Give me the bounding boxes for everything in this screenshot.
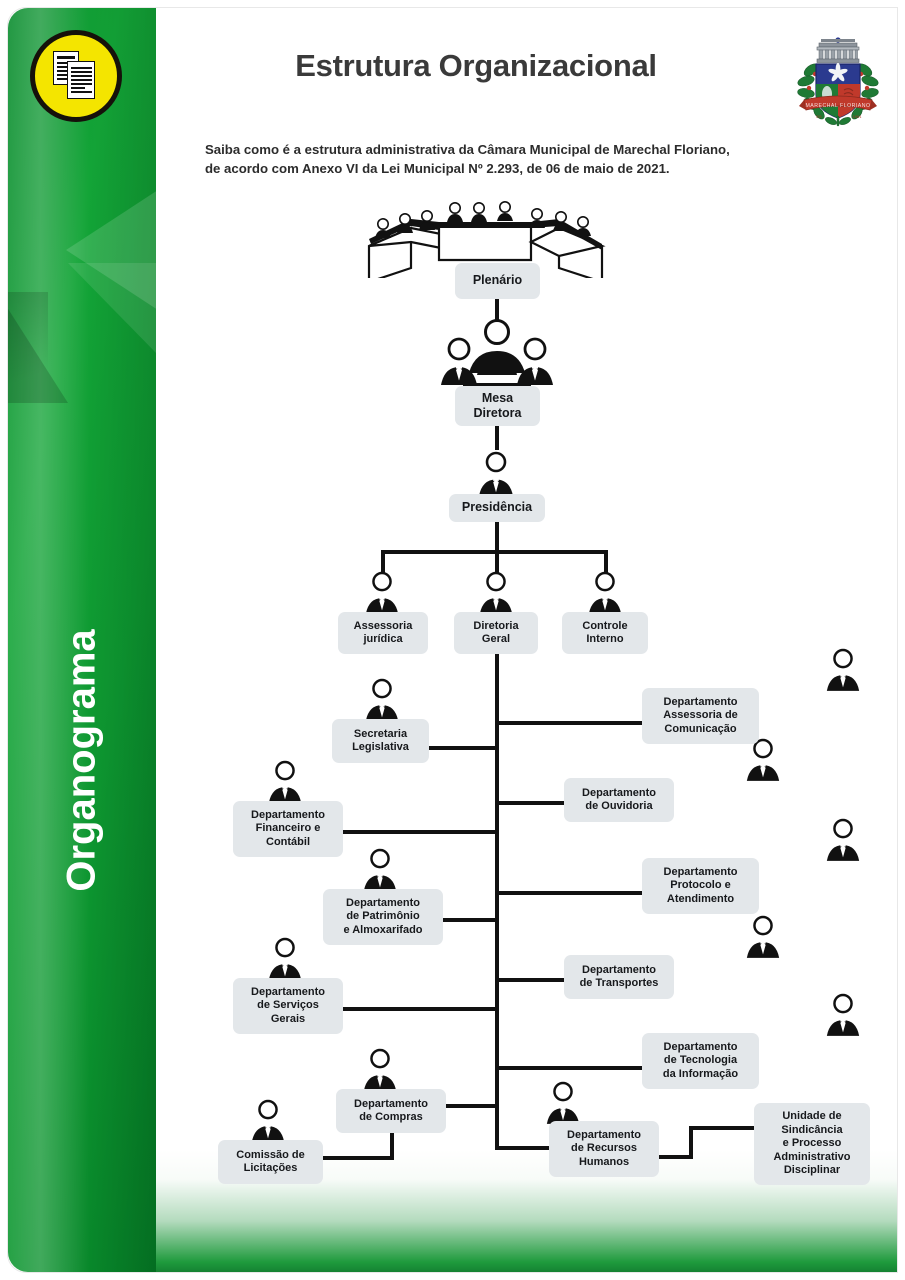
- node-presidencia-label: Presidência: [461, 500, 533, 515]
- node-dep-recursos-humanos-label: Departamento de Recursos Humanos: [567, 1128, 641, 1168]
- person-icon-dep-rh: [544, 1078, 582, 1131]
- connector-branch-protocolo: [495, 891, 642, 895]
- node-dep-financeiro-contabil[interactable]: Departamento Financeiro e Contábil: [233, 801, 343, 857]
- decorative-shade-dark-icon: [8, 292, 48, 412]
- connector-branch-financeiro: [302, 830, 498, 834]
- node-dep-transportes-label: Departamento de Transportes: [579, 963, 659, 989]
- node-diretoria-geral-label: Diretoria Geral: [473, 619, 519, 645]
- node-assessoria-juridica-label: Assessoria jurídica: [353, 619, 413, 645]
- person-icon-secretaria: [363, 675, 401, 728]
- org-chart: Plenário: [156, 190, 897, 1200]
- sidebar-vertical-label: Organograma: [59, 629, 104, 892]
- node-plenario-label: Plenário: [472, 273, 523, 288]
- connector-branch-compras: [408, 1104, 498, 1108]
- node-dep-compras[interactable]: Departamento de Compras: [336, 1089, 446, 1133]
- person-icon-dep-servicos: [266, 934, 304, 987]
- node-dep-transportes[interactable]: Departamento de Transportes: [564, 955, 674, 999]
- node-dep-tecnologia-informacao-label: Departamento de Tecnologia da Informação: [662, 1040, 739, 1080]
- node-dep-assessoria-comunicacao-label: Departamento Assessoria de Comunicação: [663, 695, 738, 735]
- connector-branch-secretaria: [408, 746, 498, 750]
- person-icon-dep-protocolo: [824, 815, 862, 868]
- person-icon-diretoria: [477, 568, 515, 621]
- connector-to-diretoria: [495, 550, 499, 574]
- node-unidade-sindicancia-label: Unidade de Sindicância e Processo Admini…: [773, 1110, 851, 1177]
- node-controle-interno-label: Controle Interno: [582, 619, 628, 645]
- node-dep-servicos-gerais-label: Departamento de Serviços Gerais: [251, 985, 325, 1025]
- node-dep-ouvidoria-label: Departamento de Ouvidoria: [582, 786, 656, 812]
- node-dep-protocolo-atendimento-label: Departamento Protocolo e Atendimento: [663, 865, 738, 905]
- header: Estrutura Organizacional: [156, 8, 897, 128]
- sidebar-vertical-label-wrap: Organograma: [8, 8, 156, 1272]
- connector-rh-unidade-upper: [689, 1126, 756, 1130]
- connector-level3-bus: [381, 550, 608, 554]
- node-dep-protocolo-atendimento[interactable]: Departamento Protocolo e Atendimento: [642, 858, 759, 914]
- connector-rh-unidade-lower: [657, 1155, 693, 1159]
- connector-branch-comunicacao: [495, 721, 642, 725]
- subtitle: Saiba como é a estrutura administrativa …: [205, 140, 885, 178]
- decorative-triangle-light-icon: [66, 190, 156, 310]
- documents-icon: [30, 30, 122, 122]
- connector-branch-transportes: [495, 978, 565, 982]
- node-comissao-licitacoes[interactable]: Comissão de Licitações: [218, 1140, 323, 1184]
- connector-to-assessoria: [381, 550, 385, 574]
- svg-text:ES: ES: [816, 114, 822, 119]
- green-sidebar: Organograma: [8, 8, 156, 1272]
- svg-text:1991: 1991: [853, 114, 863, 119]
- connector-trunk-main: [495, 654, 499, 1150]
- person-icon-dep-ouvidoria: [744, 735, 782, 788]
- node-unidade-sindicancia[interactable]: Unidade de Sindicância e Processo Admini…: [754, 1103, 870, 1185]
- person-icon-dep-comunicacao: [824, 645, 862, 698]
- node-secretaria-legislativa-label: Secretaria Legislativa: [352, 727, 409, 753]
- person-icon-dep-compras: [361, 1045, 399, 1098]
- decorative-triangle-dark-icon: [8, 293, 68, 403]
- person-icon-comissao-licitacoes: [249, 1096, 287, 1149]
- node-dep-servicos-gerais[interactable]: Departamento de Serviços Gerais: [233, 978, 343, 1034]
- connector-branch-rh: [495, 1146, 565, 1150]
- node-dep-assessoria-comunicacao[interactable]: Departamento Assessoria de Comunicação: [642, 688, 759, 744]
- node-dep-patrimonio-almoxarifado[interactable]: Departamento de Patrimônio e Almoxarifad…: [323, 889, 443, 945]
- connector-mesa-presidencia: [495, 426, 499, 450]
- connector-compras-comissao-vert: [390, 1131, 394, 1160]
- page-title: Estrutura Organizacional: [295, 48, 657, 83]
- node-comissao-licitacoes-label: Comissão de Licitações: [236, 1148, 305, 1174]
- sidebar-sheen: [8, 8, 156, 1272]
- connector-rh-unidade-vert: [689, 1126, 693, 1159]
- node-presidencia[interactable]: Presidência: [449, 494, 545, 522]
- connector-branch-patrimonio: [408, 918, 498, 922]
- svg-text:MARECHAL FLORIANO: MARECHAL FLORIANO: [805, 103, 870, 109]
- connector-branch-ouvidoria: [495, 801, 565, 805]
- person-icon-controle: [586, 568, 624, 621]
- node-dep-financeiro-contabil-label: Departamento Financeiro e Contábil: [251, 808, 325, 848]
- person-icon-dep-financeiro: [266, 757, 304, 810]
- person-icon-presidencia: [476, 448, 516, 503]
- person-icon-assessoria: [363, 568, 401, 621]
- subtitle-line-2: de acordo com Anexo VI da Lei Municipal …: [205, 161, 670, 177]
- node-mesa-diretora[interactable]: Mesa Diretora: [455, 386, 540, 426]
- node-plenario[interactable]: Plenário: [455, 263, 540, 299]
- person-icon-dep-ti: [824, 990, 862, 1043]
- person-icon-dep-transportes: [744, 912, 782, 965]
- connector-compras-comissao-horiz: [288, 1156, 394, 1160]
- connector-branch-servicos: [302, 1007, 498, 1011]
- node-dep-compras-label: Departamento de Compras: [354, 1097, 428, 1123]
- node-mesa-diretora-label: Mesa Diretora: [473, 390, 522, 420]
- node-controle-interno[interactable]: Controle Interno: [562, 612, 648, 654]
- connector-to-controle: [604, 550, 608, 574]
- node-secretaria-legislativa[interactable]: Secretaria Legislativa: [332, 719, 429, 763]
- node-dep-patrimonio-almoxarifado-label: Departamento de Patrimônio e Almoxarifad…: [343, 896, 423, 936]
- decorative-triangle-light-2-icon: [68, 263, 156, 355]
- node-diretoria-geral[interactable]: Diretoria Geral: [454, 612, 538, 654]
- municipal-coat-of-arms-icon: MARECHAL FLORIANO ES 1991: [786, 26, 890, 130]
- node-dep-recursos-humanos[interactable]: Departamento de Recursos Humanos: [549, 1121, 659, 1177]
- person-icon-dep-patrimonio: [361, 845, 399, 898]
- subtitle-line-1: Saiba como é a estrutura administrativa …: [205, 142, 730, 157]
- connector-presidencia-down: [495, 522, 499, 550]
- connector-plenario-mesa: [495, 299, 499, 331]
- node-dep-ouvidoria[interactable]: Departamento de Ouvidoria: [564, 778, 674, 822]
- assembly-bench-icon: [359, 198, 624, 284]
- node-dep-tecnologia-informacao[interactable]: Departamento de Tecnologia da Informação: [642, 1033, 759, 1089]
- node-assessoria-juridica[interactable]: Assessoria jurídica: [338, 612, 428, 654]
- connector-branch-ti: [495, 1066, 642, 1070]
